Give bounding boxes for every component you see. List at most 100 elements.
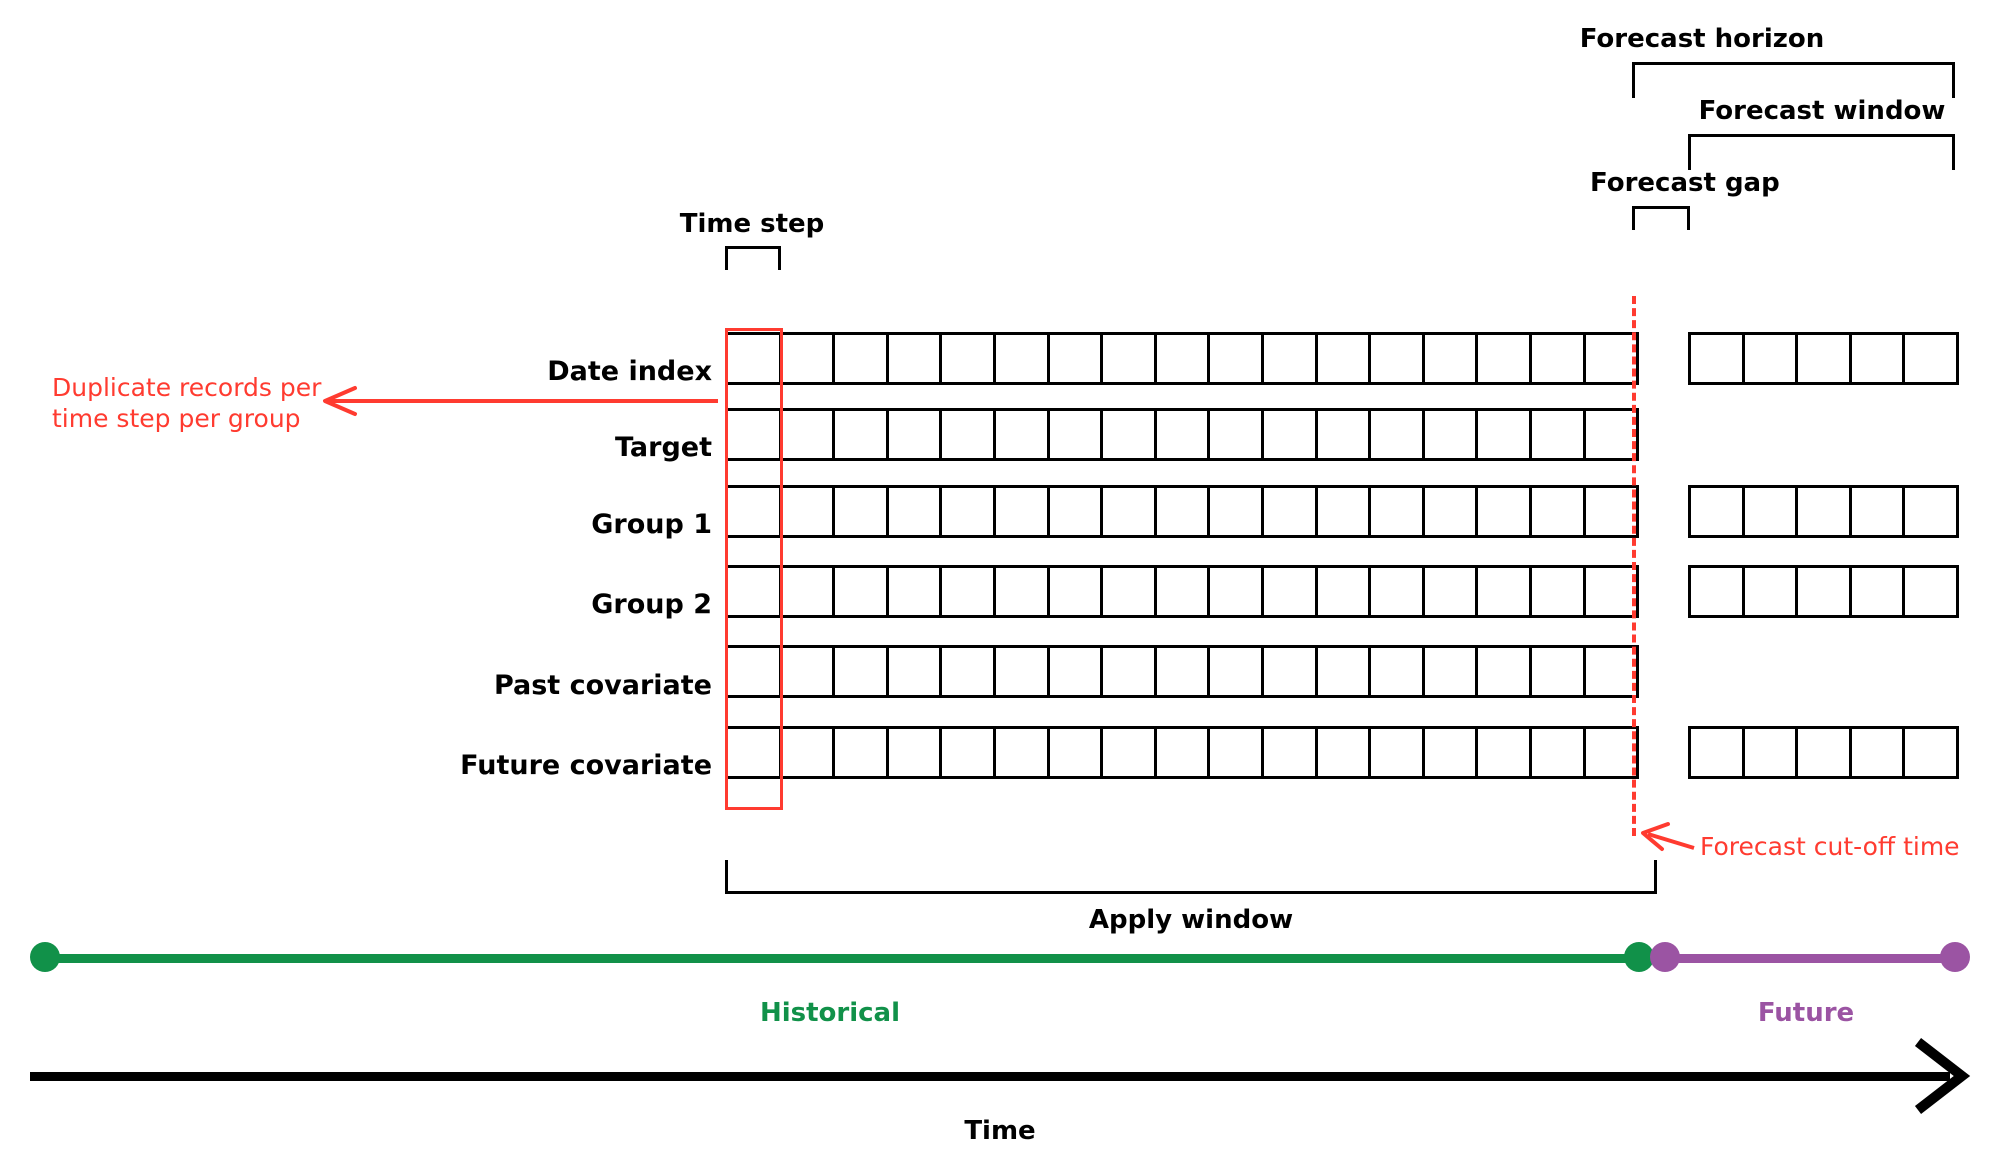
duplicate-records-annotation: Duplicate records per time step per grou… [52,373,332,434]
grid-cell [1848,485,1906,538]
grid-cell [1475,485,1532,538]
grid-cell [1207,726,1264,779]
grid-cell [1100,485,1157,538]
row-group-2-historical-cells [725,565,1640,618]
grid-cell [1260,485,1318,538]
grid-cell [885,332,943,385]
row-past-covariate-historical-cells [725,645,1640,698]
grid-cell [992,726,1050,779]
grid-cell [832,332,889,385]
grid-cell [1153,485,1211,538]
grid-cell [1528,565,1586,618]
time-step-label: Time step [679,209,825,239]
grid-cell [1421,565,1479,618]
grid-cell [1153,645,1211,698]
grid-cell [885,726,943,779]
forecast-gap-bracket [1632,206,1690,230]
grid-cell [778,408,836,461]
forecast-horizon-label: Forecast horizon [1579,24,1825,54]
grid-cell [832,485,889,538]
grid-cell [1207,565,1264,618]
apply-window-label: Apply window [1088,905,1294,935]
forecast-cutoff-arrow [1641,822,1695,851]
grid-cell [939,645,996,698]
grid-cell [1688,565,1745,618]
grid-cell [1902,726,1959,779]
grid-cell [1475,565,1532,618]
grid-cell [1528,726,1586,779]
forecast-gap-label: Forecast gap [1590,168,1780,198]
grid-cell [992,332,1050,385]
row-target-historical-cells [725,408,1640,461]
duplicate-records-line-1: Duplicate records per [52,373,322,402]
forecast-horizon-bracket [1632,62,1955,98]
grid-cell [1260,726,1318,779]
grid-cell [1368,565,1425,618]
grid-cell [992,485,1050,538]
grid-cell [885,408,943,461]
duplicate-records-line-2: time step per group [52,403,301,433]
grid-cell [1582,485,1640,538]
forecast-cutoff-line [1632,296,1636,836]
grid-cell [1582,726,1640,779]
grid-cell [1902,565,1959,618]
row-group-1-historical-cells [725,485,1640,538]
row-group-2-future-cells [1688,565,1959,618]
grid-cell [1475,726,1532,779]
grid-cell [1848,726,1906,779]
grid-cell [1046,645,1104,698]
grid-cell [1582,565,1640,618]
grid-cell [992,645,1050,698]
grid-cell [1207,645,1264,698]
grid-cell [1207,485,1264,538]
grid-cell [1475,332,1532,385]
grid-cell [1848,565,1906,618]
grid-cell [1741,726,1799,779]
grid-cell [1741,565,1799,618]
grid-cell [1902,485,1959,538]
grid-cell [1582,645,1640,698]
grid-cell [1100,645,1157,698]
grid-cell [832,408,889,461]
row-future-covariate-future-cells [1688,726,1959,779]
row-label-group-1: Group 1 [591,509,712,540]
grid-cell [1046,332,1104,385]
grid-cell [1207,332,1264,385]
row-label-past-covariate: Past covariate [493,670,712,701]
row-date-index-future-cells [1688,332,1959,385]
row-label-group-2: Group 2 [591,589,712,620]
grid-cell [1314,332,1372,385]
grid-cell [832,726,889,779]
grid-cell [1260,565,1318,618]
grid-cell [1100,332,1157,385]
grid-cell [1688,332,1745,385]
grid-cell [1153,332,1211,385]
grid-cell [1528,408,1586,461]
grid-cell [939,485,996,538]
grid-cell [1421,645,1479,698]
grid-cell [1153,408,1211,461]
forecast-cutoff-annotation: Forecast cut-off time [1700,832,1960,861]
duplicate-records-arrow [323,386,718,416]
row-date-index-historical-cells [725,332,1640,385]
grid-cell [992,565,1050,618]
grid-cell [778,645,836,698]
future-label: Future [1757,998,1855,1028]
grid-cell [1528,485,1586,538]
grid-cell [1153,565,1211,618]
grid-cell [1207,408,1264,461]
grid-cell [832,565,889,618]
forecast-window-label: Forecast window [1698,96,1946,126]
grid-cell [1421,332,1479,385]
historical-timeline-segment [40,954,1650,963]
historical-start-dot [30,942,60,972]
grid-cell [1368,645,1425,698]
grid-cell [939,726,996,779]
grid-cell [1528,645,1586,698]
grid-cell [778,332,836,385]
grid-cell [1582,408,1640,461]
grid-cell [1848,332,1906,385]
grid-cell [1260,645,1318,698]
grid-cell [778,485,836,538]
